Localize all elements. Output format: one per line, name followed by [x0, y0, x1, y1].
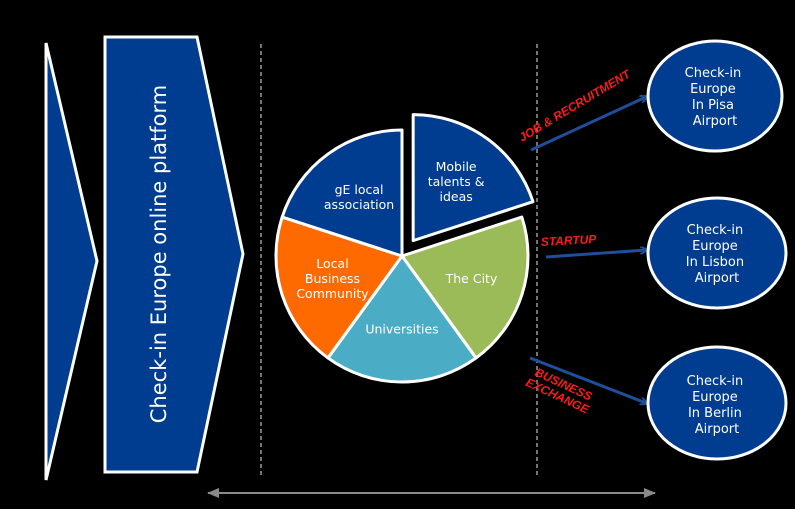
pie-label-line: The City: [445, 271, 498, 286]
pie-slice-mobile-talents: [411, 113, 535, 243]
pie-slice-ge-local: [280, 128, 404, 258]
airport-lisbon-line2: Europe: [692, 239, 738, 254]
airport-berlin-ellipse: [646, 345, 788, 461]
left-chevron-shape: [44, 42, 99, 481]
pie-label-line: Local: [316, 256, 348, 271]
airport-lisbon-line1: Check-in: [687, 223, 744, 238]
airport-pisa-line2: Europe: [690, 82, 736, 97]
airport-berlin: Check-in Europe In Berlin Airport: [646, 345, 788, 461]
arrow-startup: [545, 250, 646, 259]
pie-label-line: Community: [296, 286, 369, 301]
pie-slice-the-city: [400, 215, 530, 360]
pie-label-line: Universities: [365, 321, 438, 336]
arrow-job-recruitment: [530, 97, 646, 152]
airport-pisa-label: Check-in Europe In Pisa Airport: [685, 66, 746, 129]
airport-berlin-line4: Airport: [695, 422, 740, 437]
label-startup: STARTUP: [540, 232, 597, 249]
airport-lisbon-label: Check-in Europe In Lisbon Airport: [686, 223, 748, 286]
airport-berlin-line2: Europe: [692, 390, 738, 405]
pie-label-line: talents &: [428, 174, 485, 189]
pie-label-universities: Universities: [365, 321, 438, 336]
pie-label-line: association: [324, 197, 394, 212]
airport-pisa-line1: Check-in: [685, 66, 742, 81]
airport-lisbon-line4: Airport: [695, 271, 740, 286]
airport-berlin-line3: In Berlin: [688, 406, 742, 421]
airport-lisbon: Check-in Europe In Lisbon Airport: [646, 196, 788, 310]
pie-label-line: Business: [305, 271, 360, 286]
airport-lisbon-line3: In Lisbon: [686, 255, 744, 270]
platform-arrow-shape: [103, 35, 245, 474]
pie-label-line: gE local: [335, 182, 384, 197]
airport-berlin-line1: Check-in: [687, 374, 744, 389]
platform-label: Check-in Europe online platform: [147, 85, 171, 423]
label-job-recruitment: JOB & RECRUITMENT: [516, 66, 634, 144]
airport-pisa-line4: Airport: [693, 114, 738, 129]
pie-slice-local-business: [274, 215, 404, 360]
airport-pisa: Check-in Europe In Pisa Airport: [646, 39, 784, 153]
airport-pisa-ellipse: [646, 39, 784, 153]
pie-label-line: ideas: [439, 189, 472, 204]
pie-label-line: Mobile: [436, 159, 477, 174]
airport-berlin-label: Check-in Europe In Berlin Airport: [687, 374, 748, 437]
arrow-business-exchange: [529, 356, 646, 403]
pie-slice-universities: [326, 254, 478, 384]
pie-label-the-city: The City: [445, 271, 498, 286]
airport-lisbon-ellipse: [646, 196, 788, 310]
airport-pisa-line3: In Pisa: [692, 98, 734, 113]
